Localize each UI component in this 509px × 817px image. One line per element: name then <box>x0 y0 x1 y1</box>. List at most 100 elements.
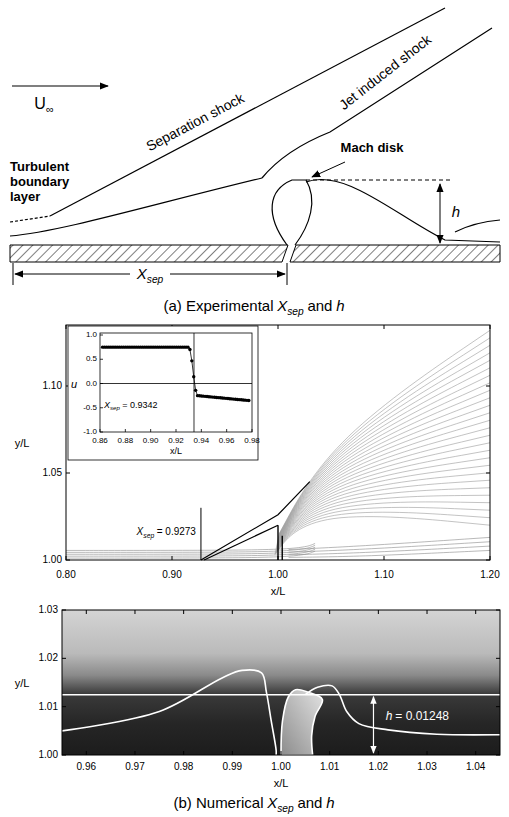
label-box: 1.00 <box>39 749 58 761</box>
data-point <box>190 359 193 362</box>
label-text: sep <box>143 532 154 539</box>
data-point <box>194 389 197 392</box>
tick-mark <box>176 429 177 432</box>
dimension-tick <box>13 263 287 285</box>
label-text: 0.97 <box>125 761 144 772</box>
label-text: 1.00 <box>271 761 290 772</box>
label-text: sep <box>277 803 293 814</box>
jet-shock-line <box>262 28 492 178</box>
data-point <box>247 399 250 402</box>
label-text: sep <box>147 274 163 285</box>
shock-line <box>201 482 310 560</box>
label-text: 0.96 <box>219 436 235 445</box>
label-text: 1.00 <box>268 569 287 580</box>
label-group: (a) ExperimentalXsepandh <box>163 297 344 314</box>
label-text: 0.86 <box>92 436 108 445</box>
label-box: 1.00 <box>271 761 290 773</box>
height-arrow <box>440 184 441 243</box>
label-text: 1.02 <box>39 653 58 664</box>
label-text: h <box>326 794 334 811</box>
contour-line <box>279 345 490 535</box>
field-plot <box>62 610 500 755</box>
tick-mark <box>100 359 103 360</box>
label-text: X <box>104 400 110 410</box>
contour-line <box>275 512 490 554</box>
wall <box>10 245 288 262</box>
label-text: = 0.9342 <box>122 400 157 410</box>
tick-mark <box>252 429 253 432</box>
jet-line <box>278 525 282 560</box>
label-box: 0.98 <box>174 761 193 773</box>
label-text: 1.03 <box>39 604 58 615</box>
wall <box>290 245 500 262</box>
label-box: Separation shock <box>143 90 246 155</box>
tick-mark <box>427 610 428 755</box>
label-text: Turbulent boundary layer <box>10 159 69 204</box>
label-text: 0.96 <box>77 761 96 772</box>
label-box: 0.99 <box>223 761 242 773</box>
tick-mark <box>384 325 385 560</box>
label-text: 1.0 <box>86 330 97 339</box>
plot-frame <box>66 325 490 560</box>
data-line <box>103 347 249 400</box>
label-box: 1.10 <box>43 380 62 392</box>
plots <box>62 325 500 755</box>
tick-mark <box>62 658 500 659</box>
data-point <box>188 348 191 351</box>
separation-marker <box>200 508 201 560</box>
label-group: U∞ <box>34 95 53 113</box>
label-text: 1.04 <box>466 761 485 772</box>
label-text: 0.90 <box>143 436 159 445</box>
label-box: 1.01 <box>320 761 339 773</box>
zero-line <box>100 383 252 384</box>
label-text: sep <box>110 404 120 411</box>
tick-mark <box>226 429 227 432</box>
label-group: (b) NumericalXsepandh <box>173 794 334 811</box>
contour-line <box>305 685 500 735</box>
tick-mark <box>100 407 103 408</box>
label-text: -1.0 <box>83 427 97 436</box>
tick-mark <box>86 610 87 755</box>
label-box: 1.02 <box>39 653 58 665</box>
label-text: and <box>297 794 322 811</box>
shock-line <box>204 525 278 560</box>
label-text: 1.10 <box>374 569 393 580</box>
contour-line <box>62 670 276 755</box>
label-text: Separation shock <box>143 90 246 155</box>
tick-mark <box>100 429 101 432</box>
label-text: 1.00 <box>39 749 58 760</box>
label-text: X <box>137 526 144 537</box>
label-text: 0.80 <box>56 569 75 580</box>
label-box: 1.05 <box>43 467 62 479</box>
label-text: h <box>452 203 460 220</box>
contour-line <box>279 353 490 537</box>
label-group: Xsep= 0.9273 <box>137 526 196 538</box>
label-text: Jet induced shock <box>336 31 434 113</box>
separation-shock-line <box>50 8 445 216</box>
contour-line <box>278 375 490 538</box>
tick-mark <box>62 706 500 707</box>
label-text: 1.03 <box>417 761 436 772</box>
contour-line <box>279 330 490 534</box>
inset-plot <box>68 326 258 460</box>
label-box: 0.94 <box>194 436 210 445</box>
flow-arrow <box>12 85 108 86</box>
label-text: X <box>277 297 287 314</box>
label-text: = 0.9273 <box>157 526 196 537</box>
height-line <box>62 694 500 695</box>
dimension-arrow <box>15 274 130 275</box>
label-box: 0.92 <box>168 436 184 445</box>
field-image <box>62 610 500 755</box>
label-text: Mach disk <box>341 140 404 155</box>
label-box: x/L <box>271 585 286 598</box>
label-text: 0.5 <box>86 355 97 364</box>
reattachment-line <box>306 179 500 242</box>
field-background <box>62 610 500 755</box>
label-box: Jet induced shock <box>336 31 434 113</box>
tick-mark <box>378 610 379 755</box>
label-box: h <box>452 203 460 220</box>
label-text: 0.88 <box>118 436 134 445</box>
label-group: Xsep <box>137 265 163 282</box>
